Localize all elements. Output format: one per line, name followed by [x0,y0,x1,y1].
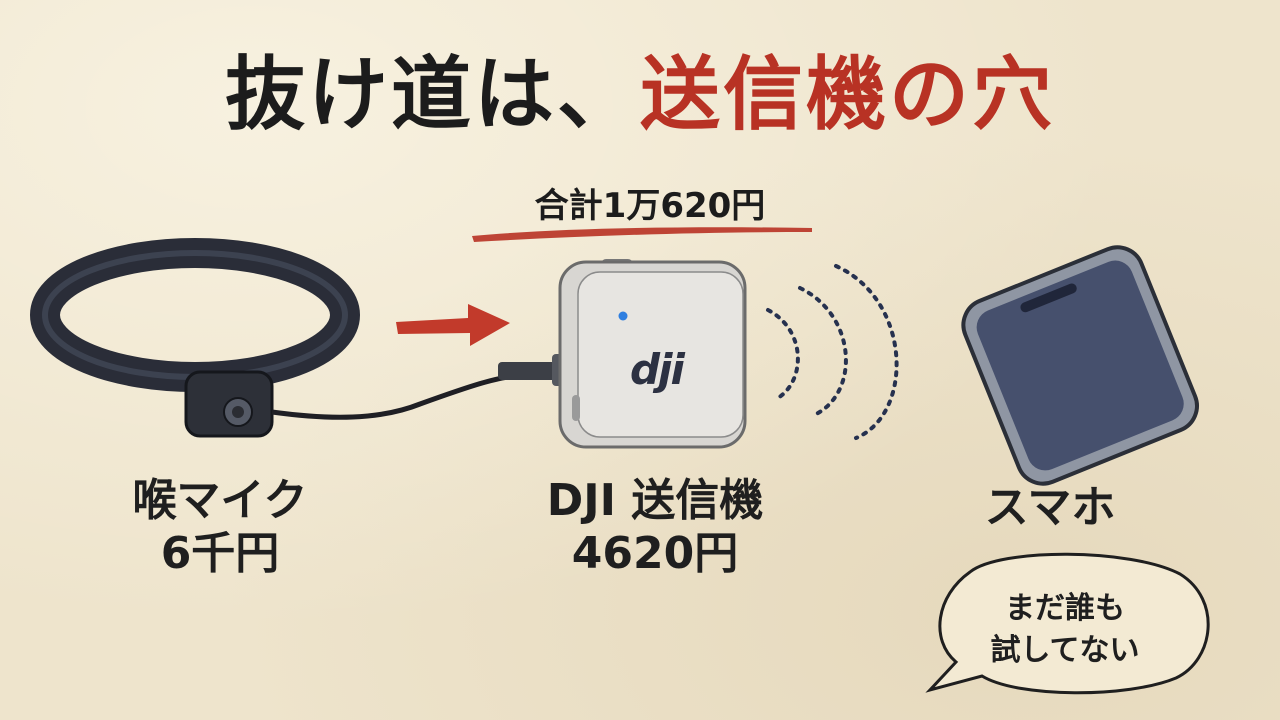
headline: 抜け道は、送信機の穴 [0,55,1280,135]
headline-part1: 抜け道は、 [225,48,640,141]
throat-mic-price: 6千円 [160,527,280,579]
wireless-waves-icon [766,264,899,440]
throat-mic-name: 喉マイク [132,475,308,526]
speech-bubble [925,552,1210,695]
dji-transmitter-label: DJI 送信機 4620円 [505,475,805,581]
dji-logo: dji [630,345,685,394]
speech-bubble-text: まだ誰も 試してない [960,588,1170,672]
dji-transmitter-name: DJI 送信機 [546,475,764,526]
total-underline [472,227,812,242]
smartphone-label: スマホ [960,482,1140,535]
smartphone-name: スマホ [984,482,1116,533]
dji-transmitter-price: 4620円 [571,527,739,579]
headline-part2: 送信機の穴 [640,48,1055,141]
red-arrow [396,304,510,346]
smartphone-illustration [961,245,1199,486]
total-price: 合計1万620円 [534,186,766,226]
throat-mic-illustration [30,238,521,438]
speech-bubble-line1: まだ誰も [1005,591,1125,626]
throat-mic-label: 喉マイク 6千円 [105,475,335,581]
dji-transmitter-illustration [498,259,747,449]
speech-bubble-line2: 試してない [990,633,1140,668]
